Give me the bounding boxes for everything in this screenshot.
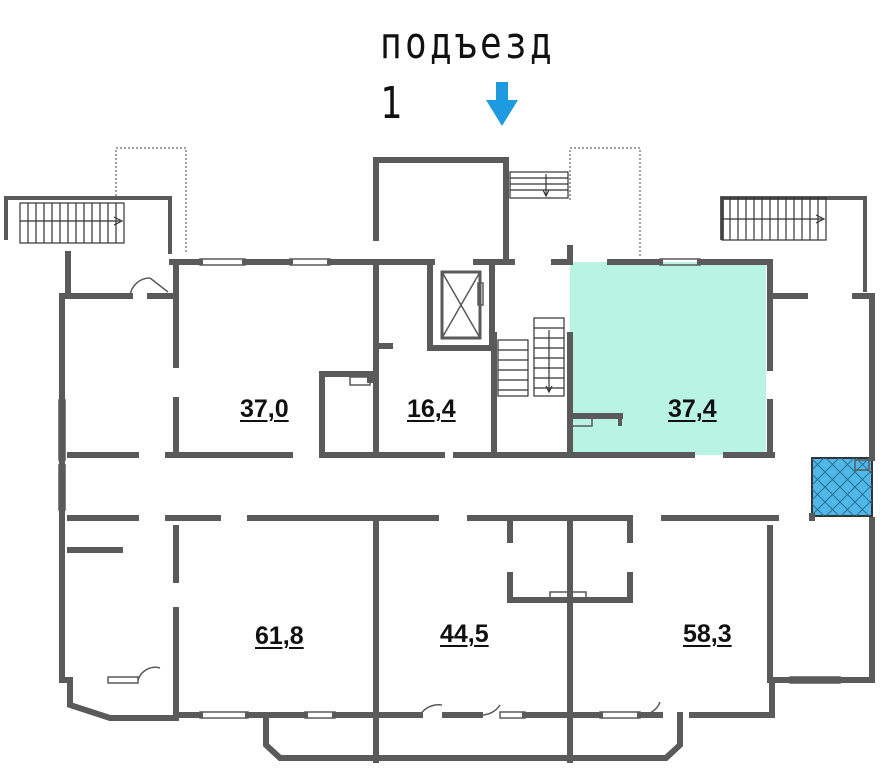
room-area-label: 58,3 (683, 620, 732, 648)
canopy-outlines (115, 147, 641, 258)
interior-stair (497, 317, 565, 397)
room-area-label: 37,4 (668, 395, 717, 423)
room-area-label: 16,4 (407, 395, 456, 423)
room-area-label: 44,5 (440, 620, 489, 648)
utility-hatch (811, 457, 873, 517)
entrance-arrow-icon (486, 82, 518, 126)
utility-hatch-lines (811, 457, 873, 517)
room-area-label: 37,0 (240, 395, 289, 423)
entrance-label: подъезд 1 (380, 18, 556, 129)
room-area-label: 61,8 (255, 622, 304, 650)
outdoor-stairs (4, 171, 867, 292)
windows (58, 258, 870, 719)
highlighted-room-fill (570, 262, 766, 455)
walls (59, 157, 875, 763)
